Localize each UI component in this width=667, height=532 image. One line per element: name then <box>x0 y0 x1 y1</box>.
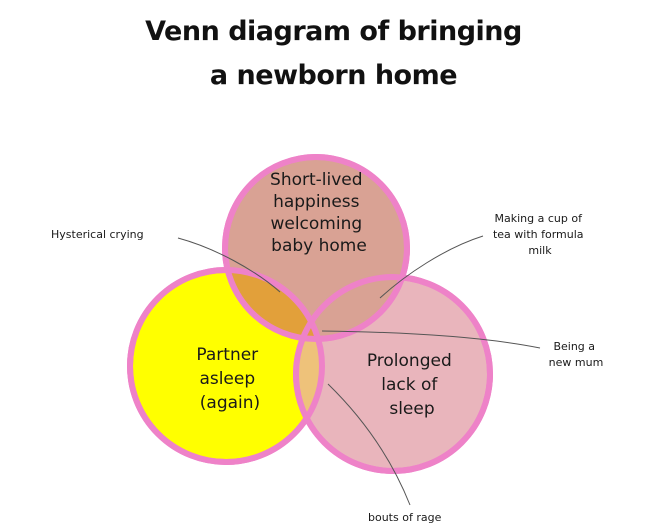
leader-being-new-mum <box>321 330 541 349</box>
leader-hysterical-crying <box>177 237 281 293</box>
diagram-title-line-2: a newborn home <box>209 60 458 91</box>
callout-being-new-mum: Being a new mum <box>549 340 604 369</box>
overlap-top-left-region <box>225 270 322 339</box>
circle-outlines <box>127 154 493 474</box>
leader-making-tea <box>379 235 484 299</box>
callout-hysterical-crying: Hysterical crying <box>51 228 144 241</box>
leader-bouts-of-rage <box>327 383 411 506</box>
diagram-title-line-1: Venn diagram of bringing <box>145 16 522 47</box>
label-prolonged-lack-of-sleep: Prolonged lack of sleep <box>367 351 457 419</box>
callout-bouts-of-rage: bouts of rage <box>368 511 442 524</box>
leader-lines <box>177 235 541 506</box>
label-partner-asleep: Partner asleep (again) <box>196 345 263 413</box>
callout-making-tea: Making a cup of tea with formula milk <box>493 212 587 257</box>
label-short-lived-happiness: Short-lived happiness welcoming baby hom… <box>270 170 368 256</box>
